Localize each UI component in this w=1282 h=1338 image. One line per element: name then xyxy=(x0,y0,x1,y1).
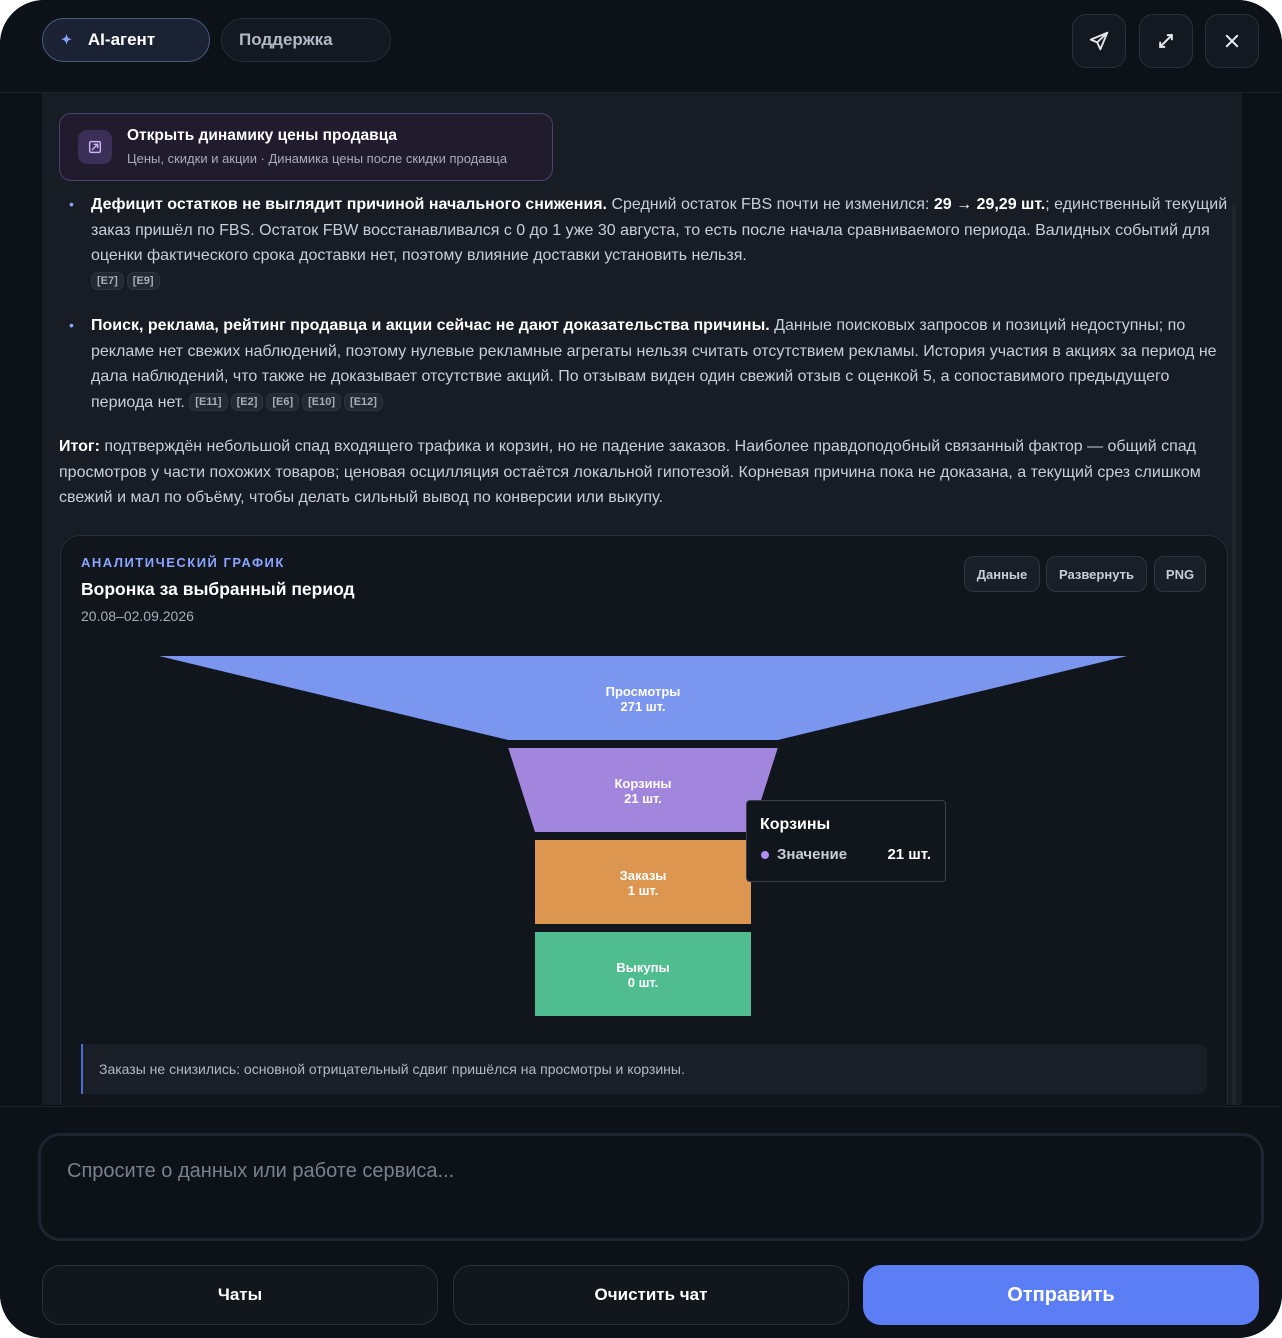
message-input[interactable] xyxy=(65,1154,1229,1188)
funnel-stage-label: Выкупы xyxy=(616,960,669,975)
funnel-stage-label: Корзины xyxy=(614,776,671,791)
evidence-ref[interactable]: [E2] xyxy=(230,392,264,411)
close-icon xyxy=(1225,34,1239,48)
scrollbar[interactable] xyxy=(1232,203,1236,1105)
bullet-heading: Дефицит остатков не выглядит причиной на… xyxy=(91,196,607,213)
tooltip-title: Корзины xyxy=(760,816,831,833)
funnel-stage-value: 1 шт. xyxy=(628,883,659,898)
close-button[interactable] xyxy=(1205,14,1259,68)
funnel-segment-1[interactable] xyxy=(508,748,778,832)
analytics-chart-card: АНАЛИТИЧЕСКИЙ ГРАФИК Воронка за выбранны… xyxy=(60,535,1228,1105)
chart-title: Воронка за выбранный период xyxy=(81,579,355,599)
chart-tooltip: Корзины Значение 21 шт. xyxy=(746,800,946,882)
summary: Итог: подтверждён небольшой спад входяще… xyxy=(59,434,1229,511)
open-price-dynamics-card[interactable]: Открыть динамику цены продавца Цены, ски… xyxy=(59,113,553,181)
evidence-ref[interactable]: [E10] xyxy=(302,392,342,411)
funnel-stage-value: 271 шт. xyxy=(621,699,666,714)
telegram-button[interactable] xyxy=(1072,14,1126,68)
tab-label: Поддержка xyxy=(239,30,333,49)
message-input-box[interactable] xyxy=(38,1133,1264,1241)
funnel-segment-0[interactable] xyxy=(159,656,1127,740)
chart-note: Заказы не снизились: основной отрицатель… xyxy=(81,1044,1207,1094)
evidence-ref[interactable]: [E7] xyxy=(91,271,124,290)
funnel-stage-value: 0 шт. xyxy=(628,975,659,990)
chart-data-button[interactable]: Данные xyxy=(964,556,1040,592)
funnel-stage-value: 21 шт. xyxy=(624,791,662,806)
chart-kicker: АНАЛИТИЧЕСКИЙ ГРАФИК xyxy=(81,555,285,570)
message-area[interactable]: Открыть динамику цены продавца Цены, ски… xyxy=(42,93,1242,1105)
chart-date: 20.08–02.09.2026 xyxy=(81,608,194,624)
evidence-ref[interactable]: [E6] xyxy=(266,392,300,411)
bullet-text: Средний остаток FBS почти не изменился: xyxy=(607,196,934,213)
funnel-stage-label: Просмотры xyxy=(606,684,681,699)
tab-support[interactable]: Поддержка xyxy=(221,18,391,62)
bullet-text: ; единственный текущий заказ пришёл по F… xyxy=(91,196,1228,264)
evidence-ref[interactable]: [E11] xyxy=(189,392,228,411)
expand-button[interactable] xyxy=(1139,14,1193,68)
chart-png-button[interactable]: PNG xyxy=(1154,556,1206,592)
funnel-stage-label: Заказы xyxy=(620,868,667,883)
funnel-segment-3[interactable] xyxy=(535,932,751,1016)
clear-chat-button[interactable]: Очистить чат xyxy=(453,1265,849,1325)
composer: Чаты Очистить чат Отправить xyxy=(0,1106,1282,1338)
chart-link-icon xyxy=(78,130,112,164)
tooltip-series-name: Значение xyxy=(777,846,848,863)
send-button[interactable]: Отправить xyxy=(863,1265,1259,1325)
tab-label: AI-агент xyxy=(87,30,156,49)
bullet-stock: Дефицит остатков не выглядит причиной на… xyxy=(69,192,1231,294)
expand-icon xyxy=(1159,34,1173,48)
action-card-subtitle: Цены, скидки и акции · Динамика цены пос… xyxy=(127,151,508,166)
evidence-ref[interactable]: [E9] xyxy=(126,271,160,290)
send-icon xyxy=(1089,31,1109,51)
bullet-search-ads: Поиск, реклама, рейтинг продавца и акции… xyxy=(69,313,1231,415)
bullet-text: Данные поисковых запросов и позиций недо… xyxy=(91,317,1217,411)
summary-label: Итог: xyxy=(59,438,100,455)
chart-expand-button[interactable]: Развернуть xyxy=(1046,556,1147,592)
action-card-title: Открыть динамику цены продавца xyxy=(127,127,398,144)
funnel-segment-2[interactable] xyxy=(535,840,751,924)
sparkle-icon: ✦ xyxy=(61,32,72,47)
bullet-heading: Поиск, реклама, рейтинг продавца и акции… xyxy=(91,317,770,334)
chats-button[interactable]: Чаты xyxy=(42,1265,438,1325)
tooltip-value: 21 шт. xyxy=(887,846,931,863)
header: ✦ AI-агент Поддержка xyxy=(0,0,1282,93)
summary-text: подтверждён небольшой спад входящего тра… xyxy=(59,438,1201,506)
bullet-number: 29 → 29,29 шт. xyxy=(933,196,1046,213)
tab-ai-agent[interactable]: ✦ AI-агент xyxy=(42,18,210,62)
tooltip-series-dot xyxy=(761,851,769,859)
evidence-ref[interactable]: [E12] xyxy=(344,392,383,411)
